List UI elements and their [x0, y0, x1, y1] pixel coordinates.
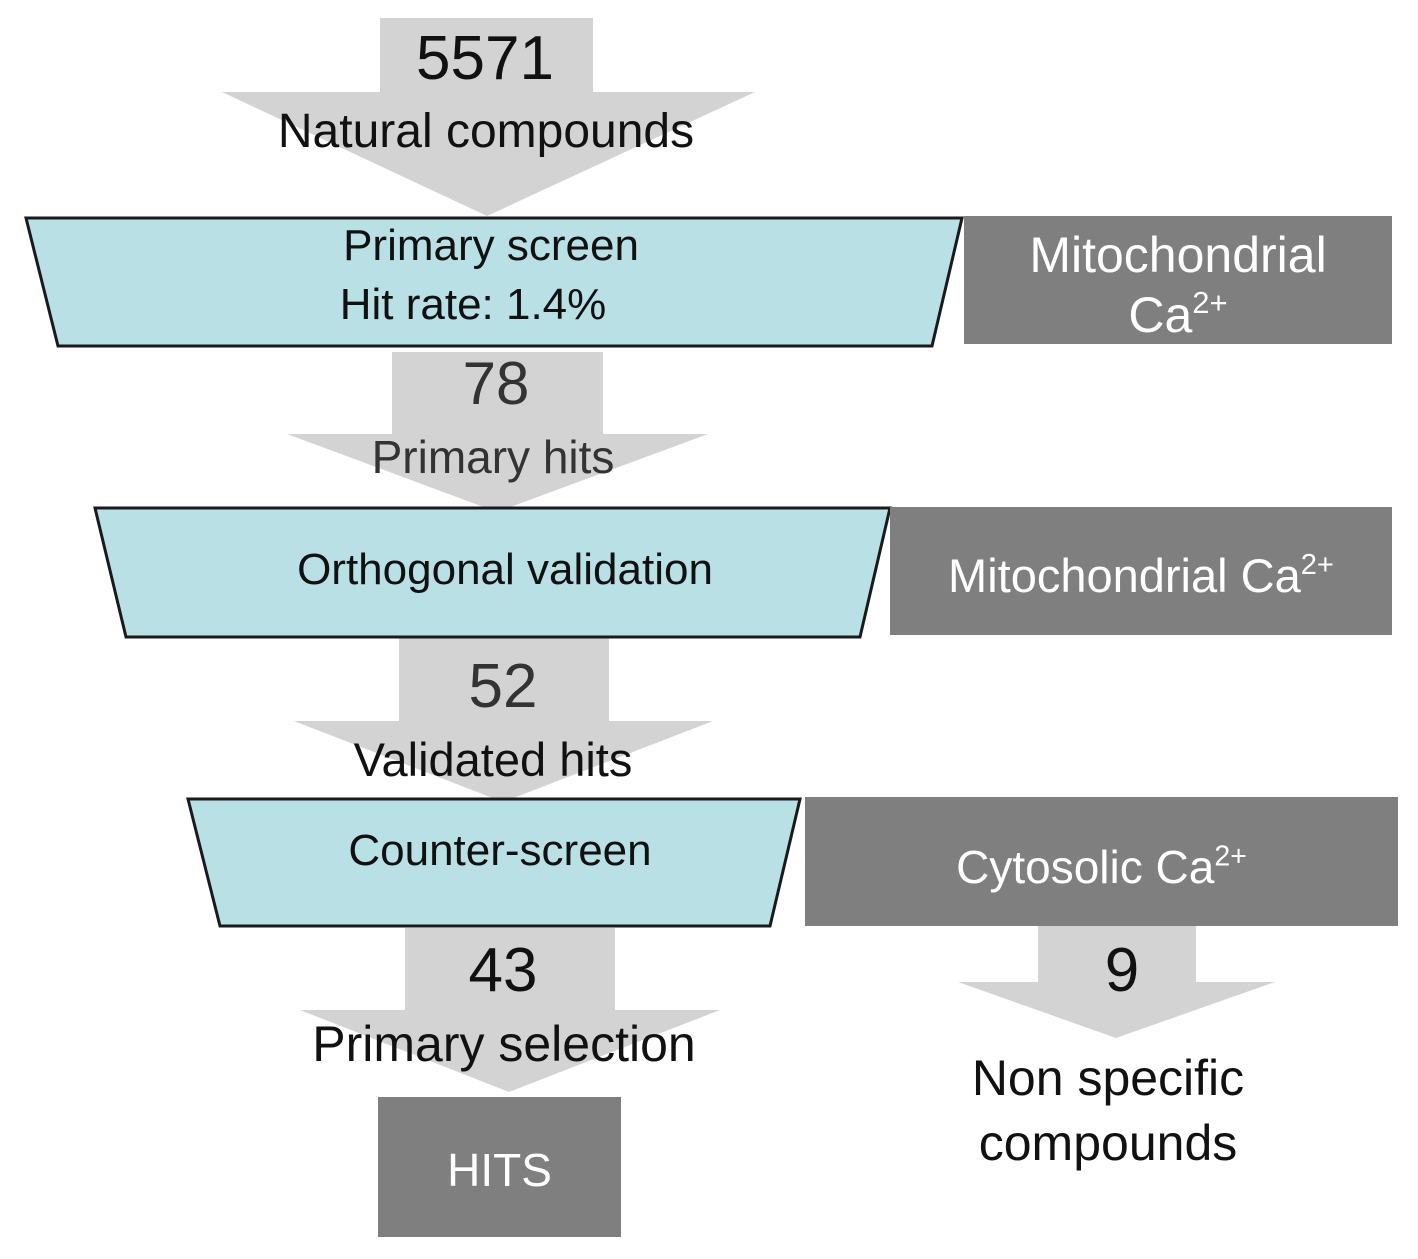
readout-mitochondrial-2: Mitochondrial Ca2+ [948, 548, 1334, 602]
stage-counter-screen-title: Counter-screen [348, 826, 652, 875]
count-natural-compounds: 5571 [416, 24, 554, 93]
readout-cytosolic: Cytosolic Ca2+ [956, 840, 1247, 893]
count-validated-hits: 52 [468, 652, 538, 721]
arrow-validated-hits [294, 638, 713, 802]
arrow-primary-hits [287, 352, 708, 512]
stage-orthogonal-validation [93, 506, 892, 639]
arrow-natural-compounds [222, 18, 755, 216]
arrow-non-specific [958, 926, 1275, 1038]
stage-primary-screen-title: Primary screen [343, 221, 639, 270]
label-primary-hits: Primary hits [371, 431, 615, 483]
readout-box-mitochondrial-2 [890, 507, 1392, 635]
stage-counter-screen [186, 797, 802, 928]
label-primary-selection: Primary selection [312, 1016, 696, 1072]
stage-primary-screen [24, 216, 964, 348]
count-non-specific: 9 [1104, 936, 1140, 1005]
label-natural-compounds: Natural compounds [277, 105, 695, 158]
superscript-charge: 2+ [1300, 548, 1334, 581]
hits-box [378, 1097, 621, 1237]
stage-orthogonal-validation-title: Orthogonal validation [297, 545, 713, 594]
hits-label: HITS [447, 1144, 552, 1196]
count-primary-hits: 78 [462, 350, 530, 417]
superscript-charge: 2+ [1214, 840, 1247, 873]
superscript-charge: 2+ [1192, 284, 1228, 320]
arrow-primary-selection [300, 928, 720, 1092]
label-validated-hits: Validated hits [353, 733, 633, 786]
label-non-specific-line1: Non specific [971, 1050, 1245, 1106]
count-primary-selection: 43 [468, 936, 538, 1005]
readout-box-cytosolic [805, 797, 1398, 926]
readout-mitochondrial-1-line1: Mitochondrial [1029, 227, 1327, 283]
stage-primary-screen-hit-rate: Hit rate: 1.4% [339, 280, 607, 329]
label-non-specific-line2: compounds [978, 1115, 1238, 1171]
readout-box-mitochondrial-1 [964, 216, 1392, 344]
readout-mitochondrial-1-line2: Ca2+ [1128, 284, 1228, 343]
